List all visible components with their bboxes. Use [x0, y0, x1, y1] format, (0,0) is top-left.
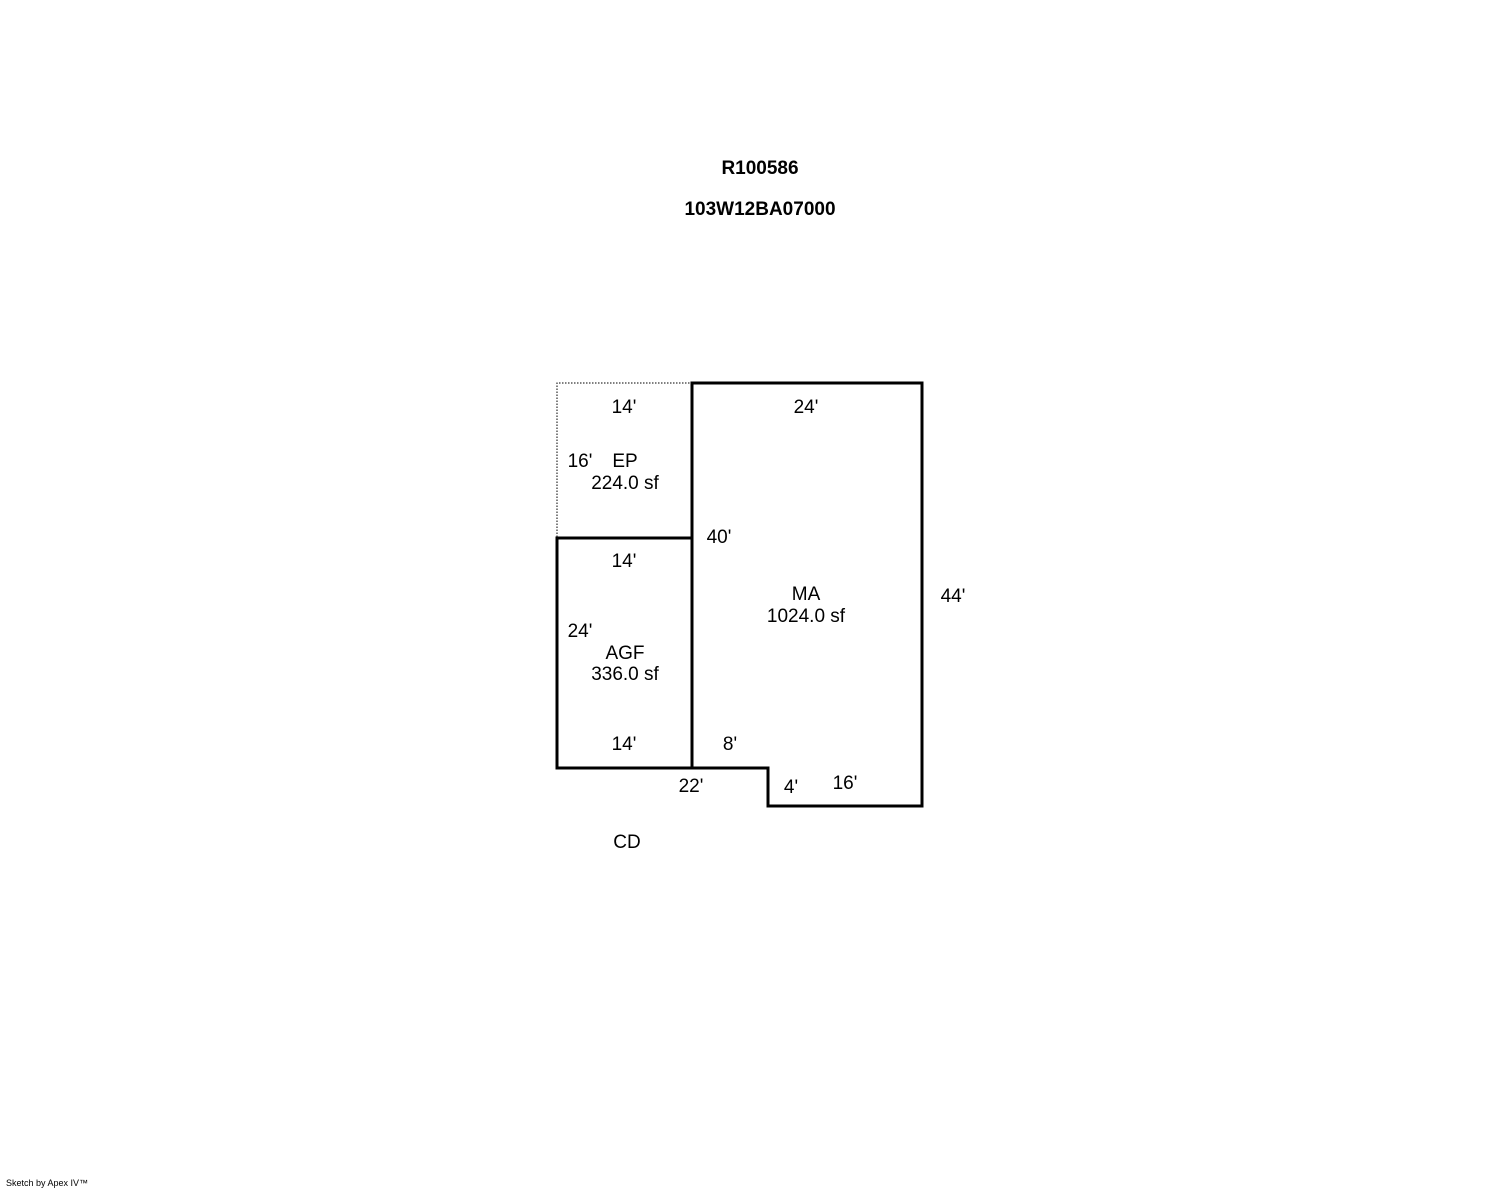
cd-code: CD — [613, 832, 640, 853]
ep-dim-top: 14' — [612, 397, 637, 418]
ep-area: 224.0 sf — [591, 473, 659, 494]
area-ep — [556, 382, 692, 537]
ma-dim-left: 40' — [707, 527, 732, 548]
agf-code: AGF — [605, 643, 644, 664]
ep-outline — [556, 382, 692, 537]
account-number: R100586 — [721, 158, 799, 179]
cd-dim-top: 22' — [679, 776, 704, 797]
ma-dim-bottom-inner: 8' — [723, 734, 737, 755]
agf-dim-left: 24' — [568, 621, 593, 642]
ma-dim-step: 4' — [784, 777, 798, 798]
agf-area: 336.0 sf — [591, 664, 659, 685]
ma-area: 1024.0 sf — [767, 606, 846, 627]
ma-code: MA — [792, 584, 821, 605]
agf-outline — [555, 536, 692, 770]
ep-dim-left: 16' — [568, 451, 593, 472]
sketch-credit: Sketch by Apex IV™ — [6, 1178, 89, 1188]
ma-dim-top: 24' — [794, 397, 819, 418]
ma-dim-right: 44' — [941, 586, 966, 607]
ma-dim-bottom: 16' — [833, 773, 858, 794]
map-tax-lot-number: 103W12BA07000 — [684, 199, 836, 220]
agf-dim-bottom: 14' — [612, 734, 637, 755]
agf-dim-top: 14' — [612, 551, 637, 572]
area-agf — [555, 536, 692, 770]
ep-code: EP — [612, 451, 637, 472]
